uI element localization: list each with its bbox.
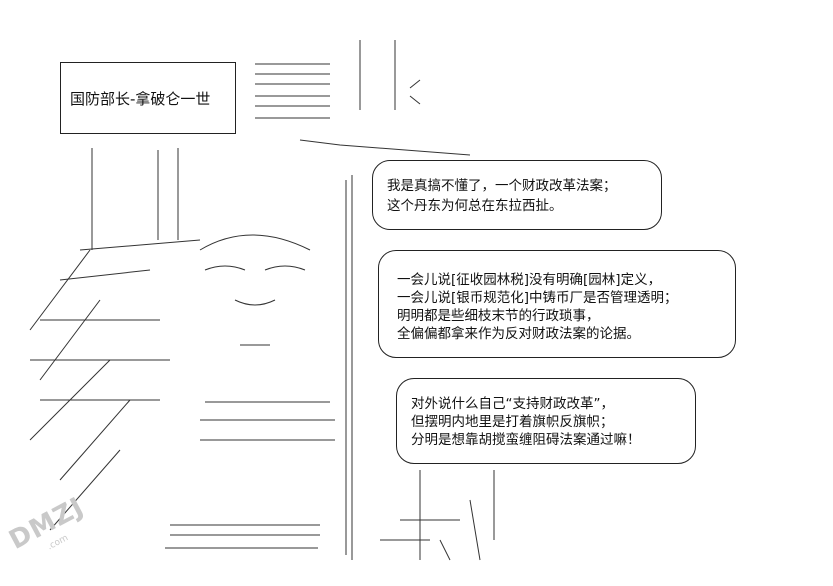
bubble-line: 这个丹东为何总在东拉西扯。 <box>387 198 563 214</box>
title-frame <box>60 62 236 134</box>
bubble-line: 一会儿说[征收园林税]没有明确[园林]定义， <box>397 272 662 288</box>
bubble-line: 全偏偏都拿来作为反对财政法案的论据。 <box>397 326 640 342</box>
speech-bubble-3: 对外说什么自己“支持财政改革”， 但摆明内地里是打着旗帜反旗帜； 分明是想靠胡搅… <box>396 378 696 464</box>
title-label: 国防部长-拿破仑一世 <box>70 90 211 108</box>
speech-bubble-2: 一会儿说[征收园林税]没有明确[园林]定义， 一会儿说[银币规范化]中铸币厂是否… <box>378 250 736 358</box>
bubble-line: 对外说什么自己“支持财政改革”， <box>411 396 614 412</box>
bubble-line: 我是真搞不懂了，一个财政改革法案； <box>387 178 617 194</box>
bubble-line: 分明是想靠胡搅蛮缠阻碍法案通过嘛！ <box>411 432 641 448</box>
bubble-line: 明明都是些细枝末节的行政琐事， <box>397 308 600 324</box>
speech-bubble-1: 我是真搞不懂了，一个财政改革法案； 这个丹东为何总在东拉西扯。 <box>372 160 662 230</box>
bubble-line: 但摆明内地里是打着旗帜反旗帜； <box>411 414 614 430</box>
bubble-line: 一会儿说[银币规范化]中铸币厂是否管理透明； <box>397 290 678 306</box>
